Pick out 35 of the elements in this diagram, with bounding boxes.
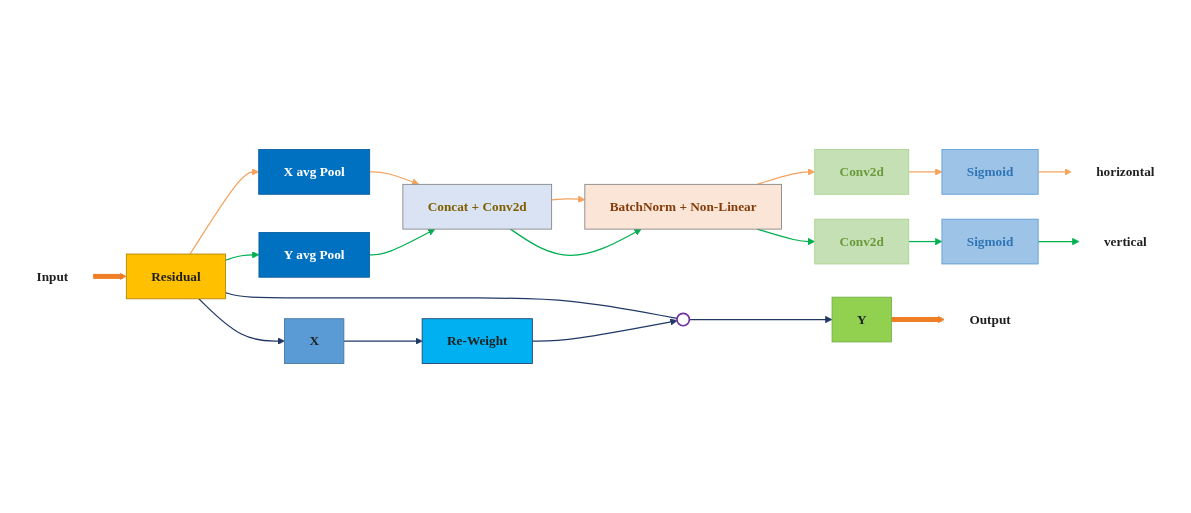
node-text: horizontal: [1096, 164, 1155, 179]
node-box: Sigmoid: [941, 218, 1039, 265]
node-box: Conv2d: [814, 149, 910, 195]
arrow: [343, 337, 423, 345]
arrow: [93, 272, 127, 281]
node-text: vertical: [1103, 234, 1147, 249]
arrow: [688, 315, 833, 324]
arrow: [756, 168, 816, 185]
node-box: X avg Pool: [258, 149, 371, 195]
arrow: [908, 237, 943, 246]
arrow: [908, 168, 943, 176]
node-box: Y avg Pool: [258, 232, 370, 278]
node-text: Output: [969, 312, 1011, 327]
arrow: [224, 251, 260, 261]
node-box: Re-Weight: [421, 318, 533, 364]
arrow: [891, 315, 945, 324]
arrow: [368, 228, 436, 256]
node-box: Concat + Conv2d: [402, 183, 553, 230]
node-box: Residual: [125, 253, 226, 300]
arrow: [198, 298, 285, 345]
node-box: Sigmoid: [941, 149, 1039, 195]
node-circle: [676, 312, 691, 327]
connector: [224, 291, 678, 319]
arrow: [1037, 237, 1080, 246]
arrow: [509, 228, 642, 256]
arrow: [551, 195, 586, 203]
node-box: X: [284, 318, 345, 364]
arrow: [369, 171, 420, 186]
node-box: Conv2d: [814, 218, 910, 265]
node-box: Y: [831, 296, 892, 343]
arrow: [189, 168, 260, 255]
arrow: [1037, 168, 1072, 176]
node-text: Input: [36, 268, 69, 284]
arrow: [531, 318, 678, 342]
node-box: BatchNorm + Non-Linear: [584, 183, 782, 230]
